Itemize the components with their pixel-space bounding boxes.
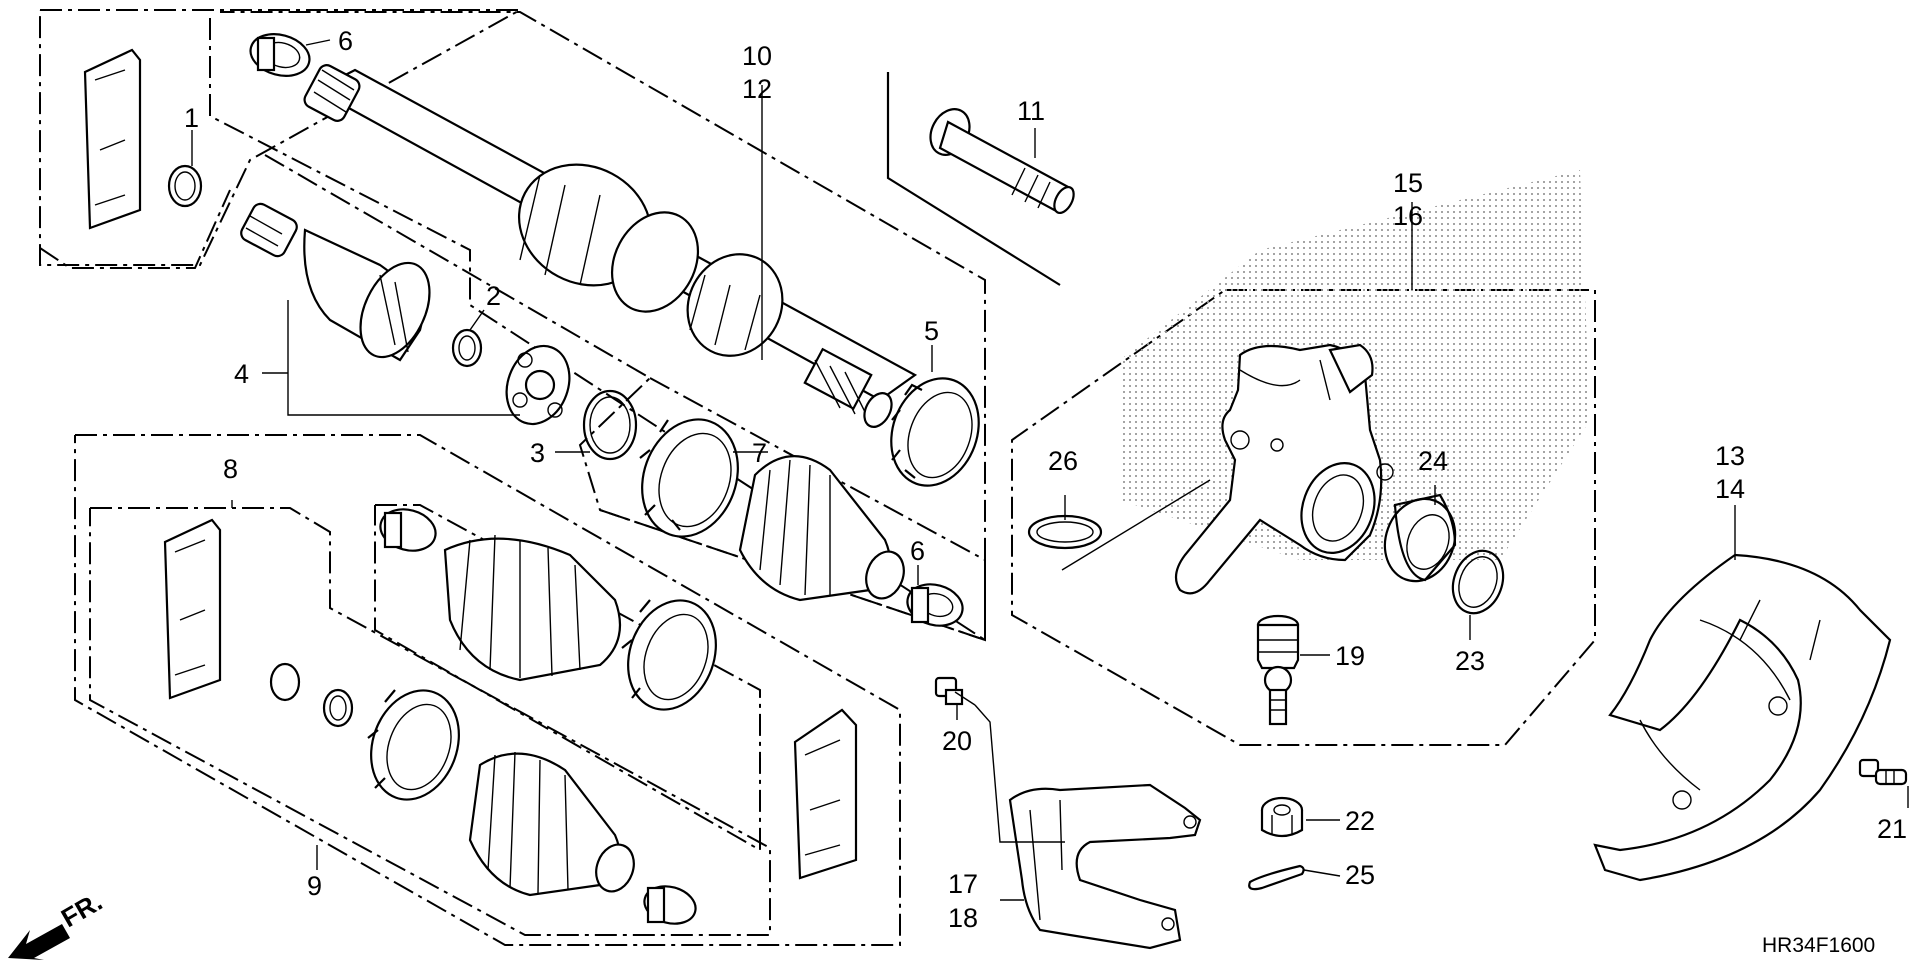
- callout-6-bottom: 6: [910, 536, 925, 566]
- snap-ring-1: [167, 164, 203, 208]
- callout-22: 22: [1345, 806, 1375, 836]
- callout-5: 5: [924, 316, 939, 346]
- callout-26: 26: [1048, 446, 1078, 476]
- callout-6-top: 6: [338, 26, 353, 56]
- callout-12: 12: [742, 74, 772, 104]
- joint-cage: [505, 344, 571, 426]
- boot-band-kit-mid: [367, 689, 460, 801]
- circlip-26: [1027, 514, 1103, 550]
- boot-kit-8-inner-outline: [89, 507, 771, 936]
- boot-7: [738, 455, 905, 602]
- callout-3: 3: [530, 438, 545, 468]
- pin-frame-outline: [886, 72, 1061, 286]
- callout-20: 20: [942, 726, 972, 756]
- boot-band-7: [639, 418, 739, 538]
- callout-21: 21: [1877, 814, 1907, 844]
- callout-4: 4: [234, 359, 249, 389]
- boot-band-kit-large: [621, 599, 717, 711]
- driveshaft-assembly: [303, 64, 918, 428]
- parts-bag-icon: [83, 48, 142, 230]
- callout-23: 23: [1455, 646, 1485, 676]
- inner-joint-outline: [264, 154, 986, 641]
- diagram-code: HR34F1600: [1762, 934, 1875, 957]
- callout-7: 7: [752, 438, 767, 468]
- callout-11: 11: [1017, 96, 1045, 126]
- boot-band-6-top: [249, 33, 311, 77]
- group-outlines: [39, 9, 1596, 946]
- callout-numbers: 1 2 3 4 5 6 6 7 8 9 10 12 11 13 14 15 16…: [184, 26, 1907, 933]
- callout-8: 8: [223, 454, 238, 484]
- callout-14: 14: [1715, 474, 1745, 504]
- inner-joint-housing: [240, 202, 431, 362]
- callout-18: 18: [948, 903, 978, 933]
- callout-19: 19: [1335, 641, 1365, 671]
- boot-kit-inner: [443, 534, 622, 682]
- spindle-pin-11: [929, 108, 1075, 215]
- callout-13: 13: [1715, 441, 1745, 471]
- callout-15: 15: [1393, 168, 1423, 198]
- callout-25: 25: [1345, 860, 1375, 890]
- ball-joint-19: [1256, 614, 1300, 726]
- brake-hose-bracket: [1008, 783, 1202, 950]
- callout-10: 10: [742, 41, 772, 71]
- boot-kit-outer: [468, 751, 635, 897]
- kit-1-outline: [39, 9, 524, 266]
- boot-kit-8-mid-outline: [374, 504, 761, 852]
- callout-24: 24: [1418, 446, 1448, 476]
- steering-knuckle: [1174, 343, 1394, 595]
- boot-band-kit-small: [379, 508, 437, 552]
- boot-band-kit-end: [643, 885, 697, 925]
- knuckle-group-outline: [1011, 289, 1596, 746]
- boot-band-5: [890, 377, 980, 487]
- bolt-21: [1858, 758, 1908, 786]
- snap-ring-kit: [269, 662, 354, 728]
- leader-lines: [191, 39, 1909, 901]
- front-direction-arrow: FR.: [8, 886, 107, 960]
- cotter-pin-25: [1248, 864, 1305, 891]
- callout-2: 2: [486, 281, 501, 311]
- circlip-3: [582, 389, 638, 461]
- front-label: FR.: [56, 886, 107, 933]
- parts-bag-icon: [163, 518, 222, 700]
- boot-band-6-bottom: [906, 583, 964, 627]
- clip-2: [451, 328, 483, 368]
- bolt-20: [934, 676, 976, 706]
- callout-16: 16: [1393, 201, 1423, 231]
- boot-kit-8-9-outline: [74, 434, 901, 946]
- callout-17: 17: [948, 869, 978, 899]
- brake-disc-shield: [1593, 553, 1892, 882]
- callout-1: 1: [184, 103, 199, 133]
- parts-bag-icon: [793, 708, 858, 880]
- circlip-23: [1451, 549, 1505, 615]
- callout-9: 9: [307, 871, 322, 901]
- kit-1-bottom: [39, 189, 231, 269]
- castle-nut-22: [1260, 796, 1304, 838]
